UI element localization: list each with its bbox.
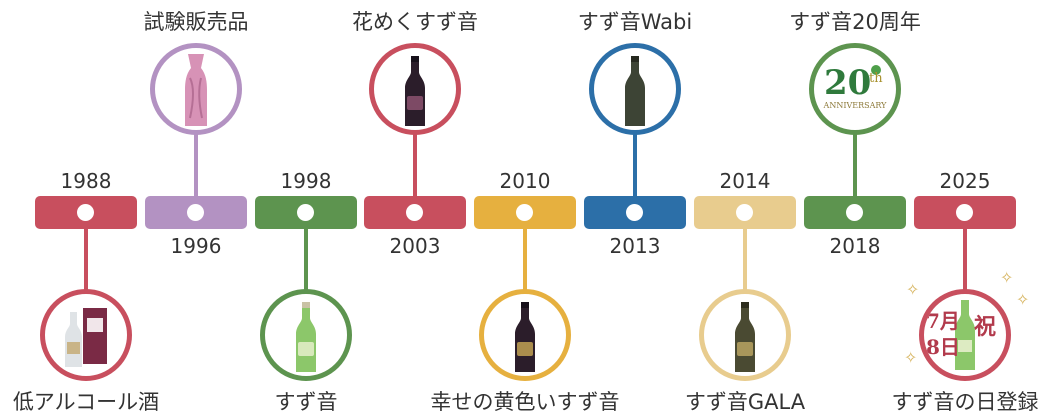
timeline-dot bbox=[406, 204, 423, 221]
product-image-ring bbox=[150, 43, 242, 135]
connector-line bbox=[523, 229, 527, 291]
product-name: 低アルコール酒 bbox=[12, 390, 160, 414]
anniversary-text: ANNIVERSARY bbox=[823, 101, 888, 110]
product-image-ring bbox=[369, 43, 461, 135]
dark-green-bottle-icon bbox=[625, 56, 645, 126]
timeline-dot bbox=[846, 204, 863, 221]
sparkle-icon: ✧ bbox=[1016, 290, 1030, 309]
sparkle-icon: ✧ bbox=[904, 348, 918, 367]
year-label: 1998 bbox=[280, 169, 332, 193]
timeline-bar-2018 bbox=[804, 196, 906, 229]
connector-line bbox=[633, 133, 637, 196]
product-image-ring bbox=[40, 289, 132, 381]
product-name: 幸せの黄色いすず音 bbox=[430, 390, 620, 414]
timeline-bar-2014 bbox=[694, 196, 796, 229]
timeline-bar-2013 bbox=[584, 196, 686, 229]
timeline-dot bbox=[736, 204, 753, 221]
timeline-bar-2025 bbox=[914, 196, 1016, 229]
timeline-bar-2003 bbox=[364, 196, 466, 229]
sparkle-icon: ✧ bbox=[1000, 268, 1014, 287]
green-bottle-icon bbox=[296, 302, 316, 372]
wrapped-bottle-icon bbox=[185, 54, 207, 126]
product-image-ring bbox=[479, 289, 571, 381]
year-label: 1996 bbox=[170, 234, 222, 258]
connector-line bbox=[743, 229, 747, 291]
product-name: すず音の日登録 bbox=[891, 390, 1039, 414]
connector-line bbox=[194, 133, 198, 196]
dark-bottle-icon bbox=[405, 56, 425, 126]
connector-line bbox=[304, 229, 308, 291]
timeline-dot bbox=[626, 204, 643, 221]
connector-line bbox=[84, 229, 88, 291]
anniversary-suffix: th bbox=[869, 71, 883, 86]
timeline-dot bbox=[516, 204, 533, 221]
year-label: 1988 bbox=[60, 169, 112, 193]
timeline-dot bbox=[77, 204, 94, 221]
celebration-day: 8日 bbox=[926, 335, 960, 359]
connector-line bbox=[413, 133, 417, 196]
timeline-dot bbox=[187, 204, 204, 221]
product-name: すず音20周年 bbox=[789, 10, 921, 34]
product-name: すず音Wabi bbox=[577, 10, 693, 34]
product-image-ring bbox=[589, 43, 681, 135]
celebration-kanji: 祝 bbox=[974, 314, 996, 340]
product-name: 試験販売品 bbox=[143, 10, 249, 34]
connector-line bbox=[853, 133, 857, 196]
timeline-dot bbox=[297, 204, 314, 221]
celebration-month: 7月 bbox=[926, 309, 960, 333]
year-label: 2003 bbox=[389, 234, 441, 258]
timeline-dot bbox=[956, 204, 973, 221]
timeline-bar-1988 bbox=[35, 196, 137, 229]
year-label: 2014 bbox=[719, 169, 771, 193]
product-name: 花めくすず音 bbox=[352, 10, 478, 34]
olive-bottle-icon bbox=[735, 302, 755, 372]
product-image-ring bbox=[699, 289, 791, 381]
year-label: 2025 bbox=[939, 169, 991, 193]
timeline-bar-1996 bbox=[145, 196, 247, 229]
year-label: 2018 bbox=[829, 234, 881, 258]
year-label: 2013 bbox=[609, 234, 661, 258]
connector-line bbox=[963, 229, 967, 291]
bottle-with-box-icon bbox=[65, 308, 107, 367]
year-label: 2010 bbox=[499, 169, 551, 193]
product-name: すず音GALA bbox=[684, 390, 806, 414]
product-name: すず音 bbox=[274, 390, 338, 414]
anniversary-number: 20 bbox=[824, 63, 871, 103]
sparkle-icon: ✧ bbox=[906, 280, 920, 299]
timeline-bar-1998 bbox=[255, 196, 357, 229]
dark-bottle-icon bbox=[515, 302, 535, 372]
product-image-ring bbox=[260, 289, 352, 381]
timeline-bar-2010 bbox=[474, 196, 576, 229]
